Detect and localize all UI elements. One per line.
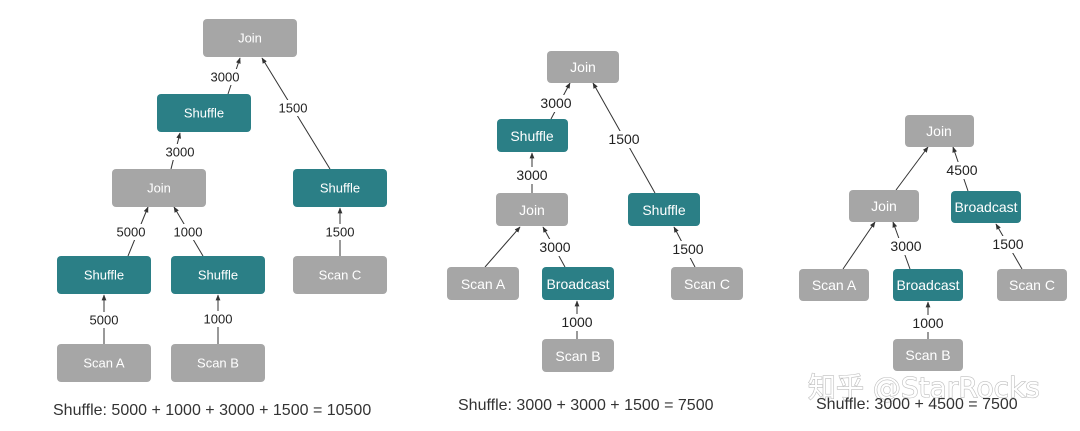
caption-diagram-2: Shuffle: 3000 + 3000 + 1500 = 7500	[458, 397, 714, 414]
edge-label-3000-top: 3000	[211, 70, 240, 85]
node-join-top[interactable]: Join	[547, 51, 619, 83]
node-label: Scan A	[461, 276, 506, 292]
node-scan-a[interactable]: Scan A	[57, 344, 151, 382]
node-label: Scan B	[905, 347, 950, 363]
edge-label-1000: 1000	[912, 315, 943, 331]
node-join-top[interactable]: Join	[905, 115, 974, 147]
node-scan-b[interactable]: Scan B	[171, 344, 265, 382]
node-label: Shuffle	[84, 268, 124, 283]
node-scan-c[interactable]: Scan C	[293, 256, 387, 294]
edge-join-mid-to-join-top	[895, 146, 929, 191]
edge-label-3000-mid: 3000	[166, 145, 195, 160]
caption-diagram-1: Shuffle: 5000 + 1000 + 3000 + 1500 = 105…	[53, 402, 371, 419]
node-scan-c[interactable]: Scan C	[671, 267, 743, 300]
node-label: Join	[519, 202, 545, 218]
node-shuffle-right[interactable]: Shuffle	[628, 193, 700, 226]
edge-label-1000-bottom: 1000	[561, 314, 592, 330]
edge-label-5000-mid: 5000	[117, 225, 146, 240]
node-label: Broadcast	[896, 277, 959, 293]
node-label: Scan B	[197, 356, 239, 371]
node-label: Broadcast	[954, 199, 1017, 215]
diagram-1: 3000 1500 3000 5000 1000 1500 5000 1000 …	[53, 19, 387, 419]
node-scan-b[interactable]: Scan B	[542, 339, 614, 372]
node-label: Join	[570, 59, 596, 75]
node-label: Scan B	[555, 348, 600, 364]
node-label: Shuffle	[510, 128, 554, 144]
watermark: 知乎 @StarRocks	[808, 371, 1040, 404]
edge-label-1500-right: 1500	[672, 241, 703, 257]
edge-label-1500: 1500	[992, 236, 1023, 252]
node-join-mid[interactable]: Join	[849, 190, 919, 222]
node-shuffle-a[interactable]: Shuffle	[57, 256, 151, 294]
edge-label-5000-bottom: 5000	[90, 313, 119, 328]
node-join-mid[interactable]: Join	[496, 193, 568, 226]
edge-label-1000-mid: 1000	[174, 225, 203, 240]
node-scan-a[interactable]: Scan A	[799, 269, 869, 301]
node-label: Join	[871, 198, 897, 214]
node-label: Scan C	[1009, 277, 1055, 293]
node-shuffle-right[interactable]: Shuffle	[293, 169, 387, 207]
node-label: Join	[238, 31, 262, 46]
node-label: Shuffle	[198, 268, 238, 283]
edge-scan-a-to-join-mid	[484, 226, 521, 268]
edge-scan-a-to-join-mid	[842, 221, 876, 270]
node-label: Scan A	[812, 277, 857, 293]
node-label: Broadcast	[546, 276, 609, 292]
node-label: Scan A	[83, 356, 125, 371]
edge-label-1500-top: 1500	[279, 101, 308, 116]
node-broadcast-mid[interactable]: Broadcast	[893, 269, 963, 301]
node-label: Shuffle	[642, 202, 686, 218]
edge-label-3000: 3000	[890, 238, 921, 254]
node-scan-a[interactable]: Scan A	[447, 267, 519, 300]
node-label: Shuffle	[320, 181, 360, 196]
node-label: Scan C	[684, 276, 730, 292]
node-scan-c[interactable]: Scan C	[997, 269, 1067, 301]
edge-label-3000-broadcast: 3000	[539, 239, 570, 255]
diagram-3: 4500 3000 1500 1000 Join Join Broadcast …	[799, 115, 1067, 413]
edge-label-3000-top: 3000	[540, 95, 571, 111]
caption-diagram-3: Shuffle: 3000 + 4500 = 7500	[816, 396, 1018, 413]
edge-label-4500: 4500	[946, 162, 977, 178]
node-label: Join	[926, 123, 952, 139]
diagram-2: 3000 1500 3000 3000 1500 1000 Join Shuff…	[447, 51, 743, 414]
node-label: Join	[147, 181, 171, 196]
node-scan-b[interactable]: Scan B	[893, 339, 963, 371]
node-shuffle-left[interactable]: Shuffle	[497, 119, 568, 152]
node-label: Scan C	[319, 268, 362, 283]
node-shuffle-left[interactable]: Shuffle	[157, 94, 251, 132]
node-broadcast-right[interactable]: Broadcast	[951, 191, 1021, 223]
node-broadcast[interactable]: Broadcast	[542, 267, 614, 300]
edge-label-3000-mid: 3000	[516, 167, 547, 183]
node-label: Shuffle	[184, 106, 224, 121]
node-join-top[interactable]: Join	[203, 19, 297, 57]
edge-label-1000-bottom: 1000	[204, 312, 233, 327]
node-shuffle-b[interactable]: Shuffle	[171, 256, 265, 294]
edge-label-1500-top: 1500	[608, 131, 639, 147]
node-join-mid[interactable]: Join	[112, 169, 206, 207]
edge-label-1500-right: 1500	[326, 225, 355, 240]
